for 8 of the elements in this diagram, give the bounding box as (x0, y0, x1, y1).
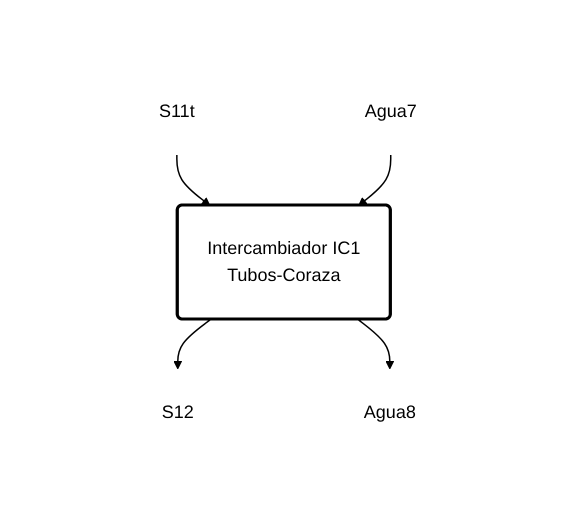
arrow (173, 318, 212, 369)
arrow (358, 154, 392, 206)
node-text: S12 (162, 402, 194, 422)
arrow (358, 318, 394, 369)
node-text: Agua7 (364, 100, 417, 120)
node-text: Agua8 (364, 402, 416, 422)
node-text: S11t (159, 100, 195, 120)
arrow (176, 154, 210, 206)
